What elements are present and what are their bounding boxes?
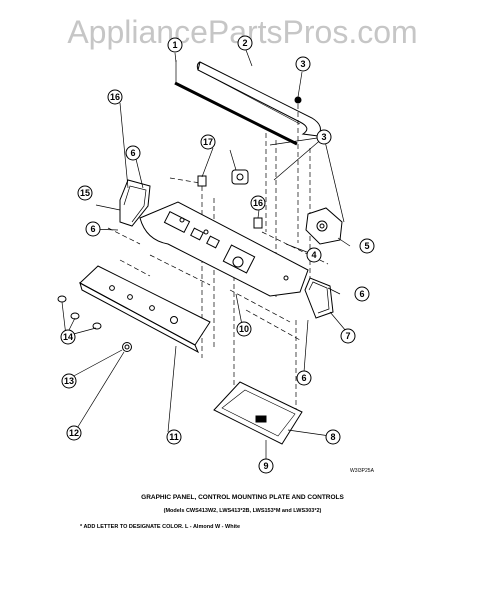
callout-6-lower-right: 6 (301, 373, 306, 383)
part-button-14a (57, 295, 67, 303)
callout-11: 11 (169, 432, 179, 442)
part-top-cover (197, 61, 321, 137)
diagram-title: GRAPHIC PANEL, CONTROL MOUNTING PLATE AN… (141, 494, 344, 501)
callout-17: 17 (203, 137, 213, 147)
callout-13: 13 (64, 376, 74, 386)
part-graphic-panel (79, 265, 211, 346)
part-button-14c (92, 322, 102, 330)
callout-4: 4 (311, 250, 316, 260)
part-bottom-plate (213, 381, 303, 445)
color-note: * ADD LETTER TO DESIGNATE COLOR. L - Alm… (80, 524, 241, 530)
callout-14: 14 (63, 332, 73, 342)
part-screw (294, 96, 302, 104)
part-right-bracket (304, 277, 334, 319)
callout-9: 9 (263, 461, 268, 471)
diagram-models: (Models CWS413W2, LWS413*2B, LWS153*M an… (163, 508, 322, 514)
part-switch (231, 169, 249, 185)
callout-8: 8 (330, 432, 335, 442)
callout-3-second: 3 (321, 132, 326, 142)
callout-3: 3 (300, 59, 305, 69)
diagram-code: W3I3P25A (350, 468, 374, 474)
callout-2: 2 (242, 38, 247, 48)
callout-5: 5 (364, 241, 369, 251)
part-left-bracket (119, 179, 151, 227)
callout-12: 12 (69, 428, 79, 438)
callout-7: 7 (345, 331, 350, 341)
callout-16-mid: 16 (253, 198, 263, 208)
callout-6-top-left: 6 (130, 148, 135, 158)
part-long-strip (174, 81, 298, 146)
callout-15: 15 (80, 188, 90, 198)
callout-1: 1 (172, 40, 177, 50)
part-button-14b (70, 312, 80, 320)
part-clip-upper (197, 175, 207, 187)
part-knob-13 (122, 342, 132, 352)
part-mounting-plate (139, 201, 309, 297)
callout-6-mid-left: 6 (90, 224, 95, 234)
callout-6-right: 6 (359, 289, 364, 299)
callout-10: 10 (239, 324, 249, 334)
part-clip-lower (253, 217, 263, 229)
callout-16-top: 16 (110, 92, 120, 102)
